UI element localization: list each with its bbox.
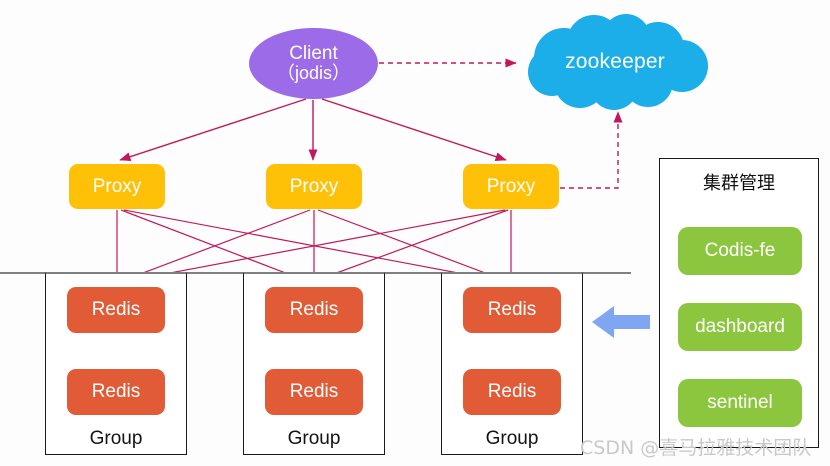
- redis-node-group2-slave[interactable]: Redis: [265, 369, 363, 415]
- proxy-node-3[interactable]: Proxy: [463, 164, 559, 209]
- client-label-line1: Client: [289, 42, 338, 64]
- cluster-management-title: 集群管理: [703, 173, 775, 194]
- redis-label: Redis: [289, 299, 339, 320]
- group-rail-left: [0, 272, 45, 274]
- mgmt-item-codis-fe[interactable]: Codis-fe: [678, 227, 802, 275]
- proxy-label-3: Proxy: [486, 175, 536, 197]
- group-label-2: Group: [287, 428, 341, 449]
- group-label-1: Group: [89, 428, 143, 449]
- zookeeper-label: zookeeper: [565, 50, 665, 73]
- watermark: CSDN @喜马拉雅技术团队: [580, 437, 812, 459]
- mgmt-label-sentinel: sentinel: [707, 392, 773, 413]
- proxy-label-2: Proxy: [289, 175, 339, 197]
- client-node[interactable]: Client （jodis）: [249, 28, 378, 99]
- mgmt-label-dashboard: dashboard: [695, 316, 785, 337]
- cloud-shape-icon: [528, 14, 708, 110]
- proxy-node-2[interactable]: Proxy: [266, 164, 362, 209]
- blue-left-arrow-icon: [592, 306, 650, 338]
- client-label-line2: （jodis）: [276, 63, 351, 84]
- group-rail-mid-1: [187, 272, 243, 274]
- redis-node-group1-slave[interactable]: Redis: [67, 369, 165, 415]
- redis-node-group3-slave[interactable]: Redis: [463, 369, 561, 415]
- cluster-management-panel: 集群管理 Codis-fe dashboard sentinel: [659, 158, 819, 448]
- edge-client-proxy-3: [321, 98, 507, 161]
- mgmt-label-codis-fe: Codis-fe: [704, 240, 776, 261]
- redis-node-group3-master[interactable]: Redis: [463, 287, 561, 333]
- redis-label: Redis: [487, 381, 537, 402]
- group-rail-right: [583, 272, 631, 274]
- edge-client-proxy-1: [119, 98, 307, 161]
- redis-label: Redis: [91, 299, 141, 320]
- redis-label: Redis: [91, 381, 141, 402]
- proxy-label-1: Proxy: [92, 175, 142, 197]
- edge-proxy-zookeeper: [560, 111, 623, 189]
- zookeeper-cloud[interactable]: zookeeper: [516, 14, 714, 110]
- group-rail-mid-2: [385, 272, 441, 274]
- mgmt-item-sentinel[interactable]: sentinel: [678, 379, 802, 427]
- group-label-3: Group: [485, 428, 539, 449]
- mgmt-item-dashboard[interactable]: dashboard: [678, 303, 802, 351]
- redis-node-group2-master[interactable]: Redis: [265, 287, 363, 333]
- redis-label: Redis: [487, 299, 537, 320]
- proxy-node-1[interactable]: Proxy: [69, 164, 165, 209]
- redis-node-group1-master[interactable]: Redis: [67, 287, 165, 333]
- redis-label: Redis: [289, 381, 339, 402]
